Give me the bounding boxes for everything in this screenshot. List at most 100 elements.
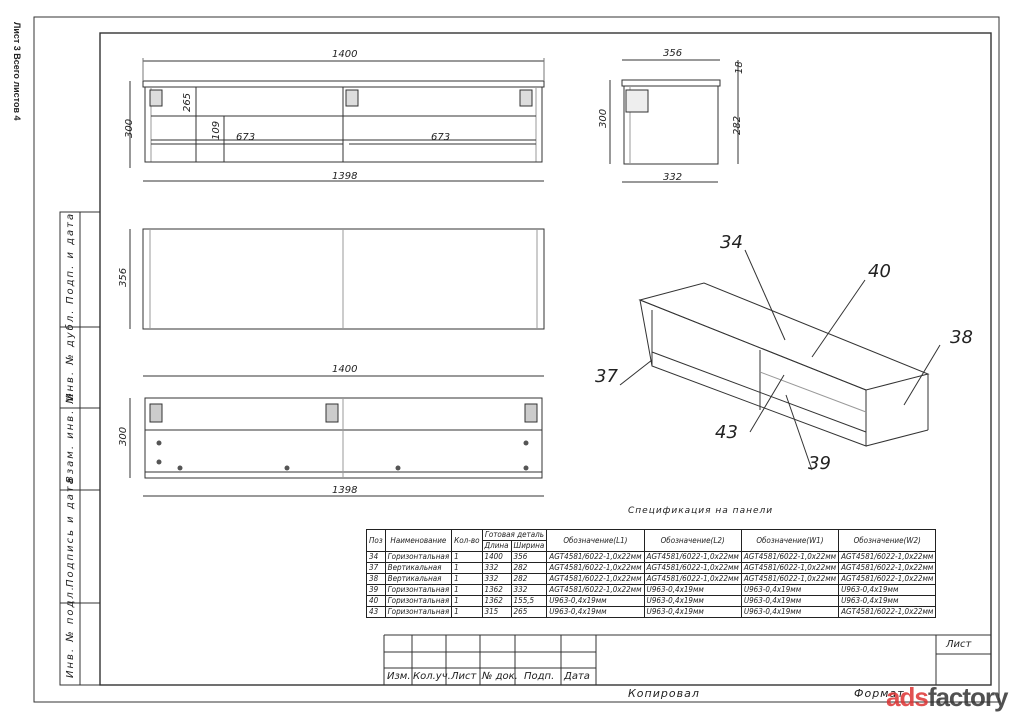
cell-width: 265 [510, 606, 548, 618]
cell-pos: 43 [366, 606, 386, 618]
cell-l2: U963-0,4x19мм [643, 606, 742, 618]
cell-l2: AGT4581/6022-1,0x22мм [643, 573, 742, 585]
back-view [129, 375, 544, 497]
cell-name: Горизонтальная [384, 606, 453, 618]
isometric-view [619, 249, 941, 471]
dim-back-height: 300 [118, 427, 129, 446]
tb-copied: Копировал [628, 687, 700, 700]
cell-name: Горизонтальная [384, 551, 453, 563]
dim-top-depth: 356 [118, 268, 129, 287]
cell-qty: 1 [451, 562, 483, 574]
callout-38: 38 [950, 327, 973, 348]
holes [156, 440, 529, 471]
callout-34: 34 [720, 232, 743, 253]
cell-w1: U963-0,4x19мм [740, 584, 840, 596]
callout-37: 37 [595, 366, 618, 387]
side-view [609, 59, 739, 183]
cell-pos: 38 [366, 573, 386, 585]
col-l1: Обозначение(L1) [546, 529, 645, 552]
cell-width: 282 [510, 562, 548, 574]
col-w2: Обозначение(W2) [838, 529, 937, 552]
cell-name: Горизонтальная [384, 584, 453, 596]
dim-back-top: 1400 [332, 364, 357, 375]
stamp-label-3: Взам. инв. № [65, 391, 76, 483]
cell-w1: AGT4581/6022-1,0x22мм [740, 573, 840, 585]
callout-39: 39 [808, 453, 831, 474]
watermark-logo: adsfactory [886, 682, 1009, 712]
col-finished: Готовая деталь [481, 529, 548, 541]
cell-pos: 40 [366, 595, 386, 607]
side-stamp [59, 211, 101, 686]
tb-sign: Подп. [524, 671, 555, 682]
dim-front-top: 1400 [332, 49, 357, 60]
cell-name: Вертикальная [384, 562, 453, 574]
dim-front-inner: 265 [182, 93, 193, 112]
tb-doc: № док. [482, 671, 518, 682]
sheet-note: Лист 3 Всего листов 4 [12, 22, 22, 121]
cell-w1: U963-0,4x19мм [740, 606, 840, 618]
cell-length: 315 [481, 606, 512, 618]
col-name: Наименование [384, 529, 453, 552]
dim-front-right: 673 [431, 132, 450, 143]
cell-w1: U963-0,4x19мм [740, 595, 840, 607]
outer-frame [33, 16, 1000, 703]
cell-w2: AGT4581/6022-1,0x22мм [838, 562, 937, 574]
cell-name: Горизонтальная [384, 595, 453, 607]
top-view [129, 228, 545, 330]
tb-sheet: Лист [946, 639, 972, 650]
col-qty: Кол-во [451, 529, 483, 552]
dim-side-height: 300 [598, 109, 609, 128]
dim-side-width: 356 [663, 48, 682, 59]
cell-l1: U963-0,4x19мм [546, 606, 645, 618]
cell-length: 1400 [481, 551, 512, 563]
dim-front-left: 673 [236, 132, 255, 143]
cell-qty: 1 [451, 606, 483, 618]
cell-length: 1362 [481, 595, 512, 607]
dim-side-top: 18 [734, 61, 745, 74]
cell-name: Вертикальная [384, 573, 453, 585]
cell-qty: 1 [451, 573, 483, 585]
cell-length: 332 [481, 573, 512, 585]
dim-front-shelf: 109 [211, 121, 222, 140]
cell-w1: AGT4581/6022-1,0x22мм [740, 562, 840, 574]
stamp-label-1: Подп. и дата [65, 212, 76, 304]
cell-qty: 1 [451, 551, 483, 563]
cell-width: 332 [510, 584, 548, 596]
cell-pos: 37 [366, 562, 386, 574]
cell-l2: AGT4581/6022-1,0x22мм [643, 562, 742, 574]
spec-table: Поз Наименование Кол-во Готовая деталь О… [366, 529, 937, 618]
callout-43: 43 [715, 422, 738, 443]
title-block [383, 634, 991, 685]
cell-width: 282 [510, 573, 548, 585]
cell-l1: U963-0,4x19мм [546, 595, 645, 607]
dim-back-bottom: 1398 [332, 485, 357, 496]
tb-izm: Изм. [387, 671, 411, 682]
spec-title: Спецификация на панели [628, 506, 774, 516]
stamp-label-2: Инв. № дубл. [64, 309, 76, 401]
cell-length: 332 [481, 562, 512, 574]
cell-w2: AGT4581/6022-1,0x22мм [838, 551, 937, 563]
tb-format: Формат [854, 687, 905, 700]
col-length: Длина [481, 540, 512, 552]
cell-l1: AGT4581/6022-1,0x22мм [546, 562, 645, 574]
cell-l1: AGT4581/6022-1,0x22мм [546, 551, 645, 563]
stamp-label-5: Инв. № подл. [65, 585, 76, 678]
cell-l2: U963-0,4x19мм [643, 584, 742, 596]
cell-w2: U963-0,4x19мм [838, 584, 937, 596]
col-pos: Поз [366, 529, 386, 552]
dim-side-bottom: 332 [663, 172, 682, 183]
callout-40: 40 [868, 261, 891, 282]
dim-front-bottom: 1398 [332, 171, 357, 182]
cell-l2: U963-0,4x19мм [643, 595, 742, 607]
cell-l1: AGT4581/6022-1,0x22мм [546, 573, 645, 585]
cell-qty: 1 [451, 595, 483, 607]
dim-side-inner: 282 [732, 116, 743, 135]
cell-pos: 34 [366, 551, 386, 563]
cell-l1: AGT4581/6022-1,0x22мм [546, 584, 645, 596]
